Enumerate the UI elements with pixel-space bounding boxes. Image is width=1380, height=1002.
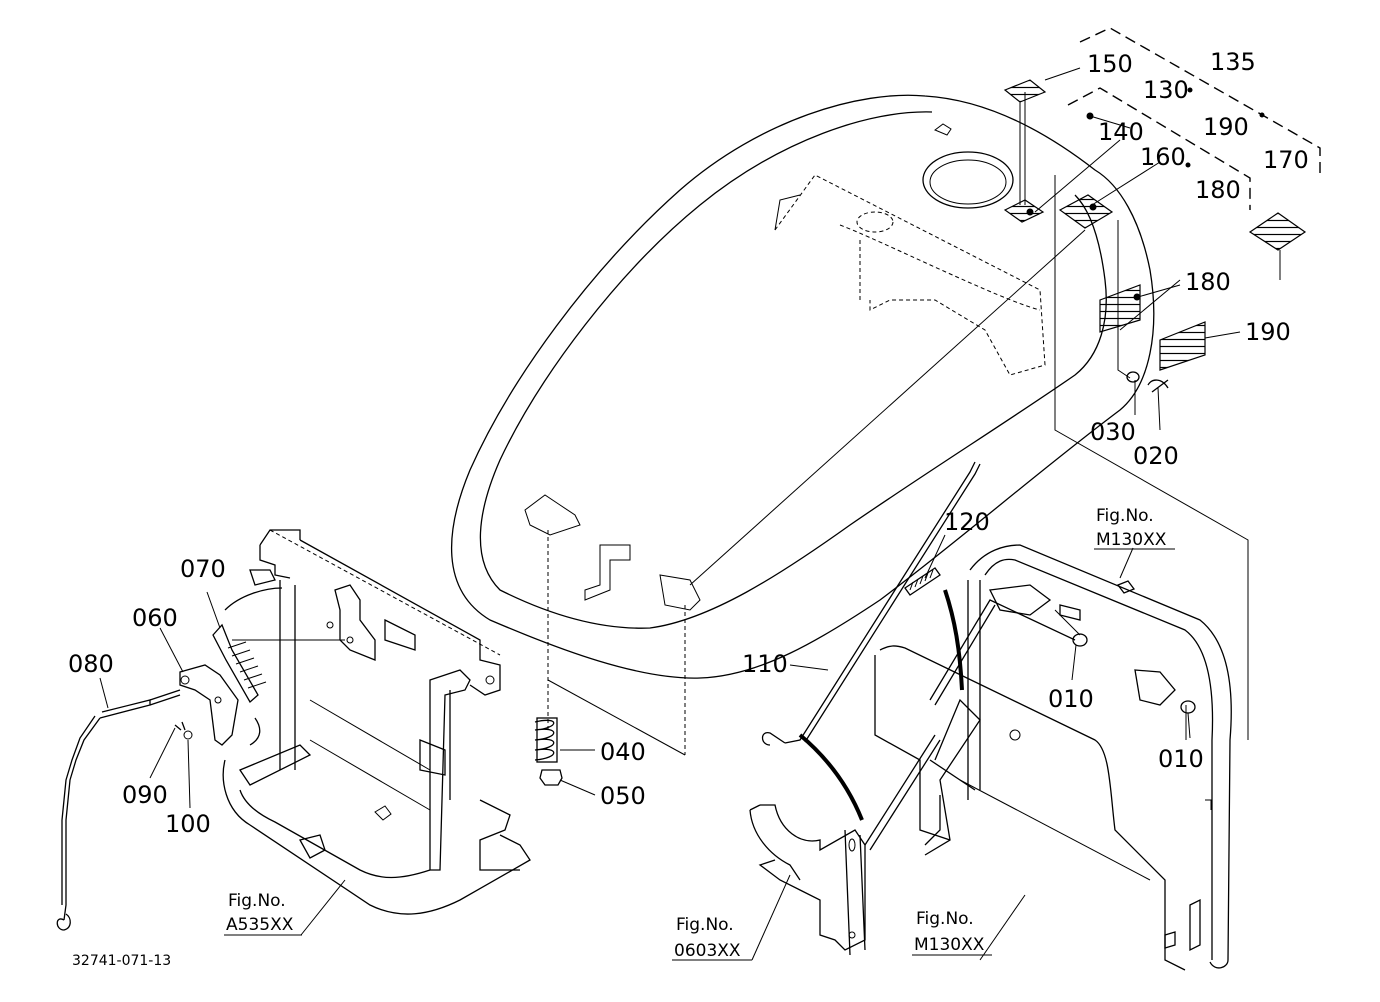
label-060: 060 <box>132 604 178 632</box>
figure-leaders <box>300 547 1134 961</box>
label-020: 020 <box>1133 442 1179 470</box>
label-030: 030 <box>1090 418 1136 446</box>
label-180-top: 180 <box>1195 176 1241 204</box>
label-090: 090 <box>122 781 168 809</box>
label-040: 040 <box>600 738 646 766</box>
washer-and-pin <box>1126 371 1169 393</box>
part-number-labels: 150 135 130 190 140 160 170 180 180 190 … <box>68 48 1309 838</box>
label-050: 050 <box>600 782 646 810</box>
label-190-top: 190 <box>1203 113 1249 141</box>
label-190: 190 <box>1245 318 1291 346</box>
label-135: 135 <box>1210 48 1256 76</box>
fig-label-a535: Fig.No. <box>228 891 286 911</box>
figure-reference-labels: Fig.No. M130XX Fig.No. A535XX Fig.No. 06… <box>224 506 1175 961</box>
label-010-bottom: 010 <box>1158 745 1204 773</box>
bracket-drawing <box>749 734 941 956</box>
left-leaders <box>99 534 1191 809</box>
left-frame-drawing <box>222 529 531 915</box>
label-160: 160 <box>1140 143 1186 171</box>
label-180: 180 <box>1185 268 1231 296</box>
label-070: 070 <box>180 555 226 583</box>
fig-number-m130-top: M130XX <box>1096 530 1167 550</box>
label-140: 140 <box>1098 118 1144 146</box>
fig-number-a535: A535XX <box>226 915 294 935</box>
leader-lines <box>689 67 1281 740</box>
decal-shapes <box>1003 79 1307 371</box>
fig-label-m130-top: Fig.No. <box>1096 506 1154 526</box>
label-130: 130 <box>1143 76 1189 104</box>
fig-label-0603: Fig.No. <box>676 915 734 935</box>
hood-drawing <box>450 94 1155 756</box>
label-080: 080 <box>68 650 114 678</box>
drawing-code: 32741-071-13 <box>72 953 171 969</box>
label-110: 110 <box>742 650 788 678</box>
label-150: 150 <box>1087 50 1133 78</box>
lever-assembly <box>56 587 345 931</box>
label-100: 100 <box>165 810 211 838</box>
fig-number-m130-bottom: M130XX <box>914 935 985 955</box>
label-120: 120 <box>944 508 990 536</box>
label-170: 170 <box>1263 146 1309 174</box>
group-brackets <box>1067 27 1321 210</box>
fig-label-m130-bottom: Fig.No. <box>916 909 974 929</box>
label-010-top: 010 <box>1048 685 1094 713</box>
fig-number-0603: 0603XX <box>674 941 741 961</box>
rod-and-spring <box>761 461 981 821</box>
spring-and-stopper <box>534 717 563 786</box>
right-panel-drawing <box>874 544 1232 971</box>
